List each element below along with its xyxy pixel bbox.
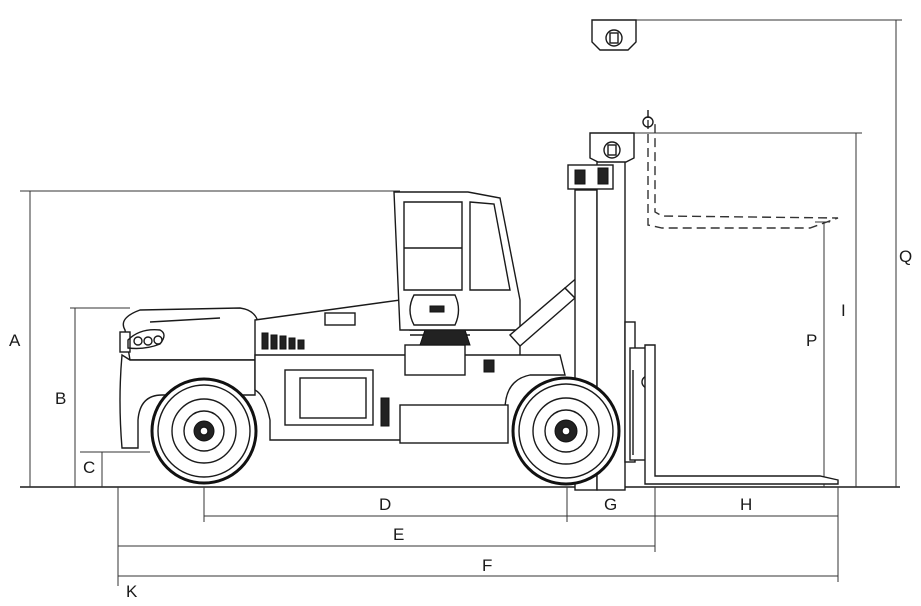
rear-wheel [511, 376, 621, 486]
label-C: C [83, 458, 95, 477]
counterweight [119, 307, 259, 449]
raised-forks-dashed [647, 120, 839, 229]
label-H: H [740, 495, 752, 514]
label-Q: Q [899, 247, 912, 266]
chassis-body [254, 299, 566, 444]
forks-lowered [644, 344, 839, 485]
label-E: E [393, 525, 404, 544]
label-D: D [379, 495, 391, 514]
label-K: K [126, 582, 138, 601]
raised-carriage-icon [591, 19, 637, 51]
operator-cab [393, 191, 521, 331]
front-wheel [150, 377, 258, 485]
label-A: A [9, 331, 21, 350]
label-G: G [604, 495, 617, 514]
grille [261, 332, 305, 350]
label-P: P [806, 331, 817, 350]
label-I: I [841, 301, 846, 320]
label-F: F [482, 556, 492, 575]
label-B: B [55, 389, 66, 408]
